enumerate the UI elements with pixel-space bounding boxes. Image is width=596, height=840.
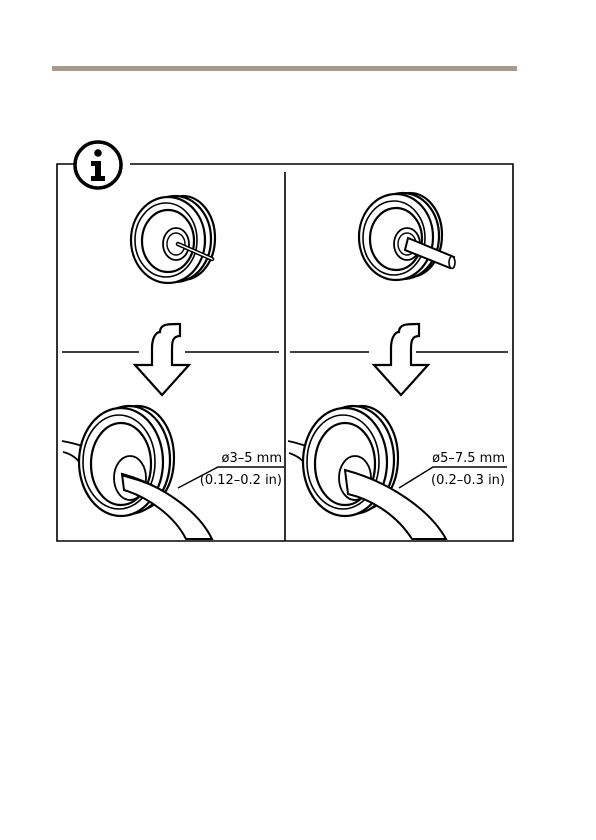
- gasket-thick-cable-inserted: [288, 406, 446, 539]
- size-label-left-in: (0.12–0.2 in): [200, 473, 282, 488]
- gasket-thin-cable-top: [131, 196, 215, 283]
- info-icon: [75, 142, 121, 188]
- gasket-thin-cable-inserted: [62, 406, 212, 539]
- arrow-down-right: [374, 324, 428, 395]
- arrow-down-left: [135, 324, 189, 395]
- size-label-left-mm: ø3–5 mm: [222, 451, 282, 466]
- size-label-right-in: (0.2–0.3 in): [431, 473, 505, 488]
- gasket-thick-cable-top: [359, 193, 455, 280]
- size-label-right-mm: ø5–7.5 mm: [432, 451, 505, 466]
